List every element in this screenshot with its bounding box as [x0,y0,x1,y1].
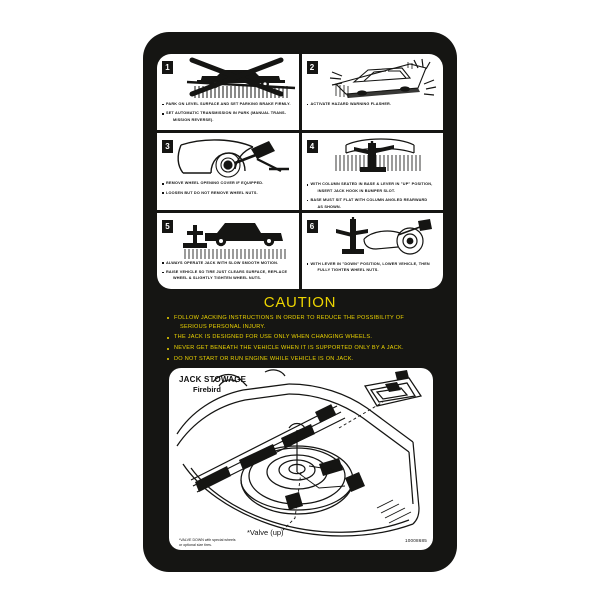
bullet-item: REMOVE WHEEL OPENING COVER IF EQUIPPED. [162,180,295,186]
bullet-item: SET AUTOMATIC TRANSMISSION IN PARK (MANU… [162,110,295,123]
bullet-item: PARK ON LEVEL SURFACE AND SET PARKING BR… [162,101,295,107]
panel-number-badge: 4 [306,140,318,154]
panel-number-badge: 5 [162,219,173,233]
instruction-panel-3: 3 [157,133,299,210]
footnote-line-1: *VALVE DOWN with special wheels [179,538,236,542]
car-on-level-ground-crossed-out-icon [157,54,299,101]
jack-stowage-section: JACK STOWAGE Firebird [169,368,433,550]
bullet-item: ACTIVATE HAZARD WARNING FLASHER. [306,101,440,107]
stowage-model-label: Firebird [193,385,221,394]
caution-item: THE JACK IS DESIGNED FOR USE ONLY WHEN C… [167,333,437,342]
jack-column-in-bumper-slot-icon [302,133,444,180]
panel-5-bullets: ALWAYS OPERATE JACK WITH SLOW SMOOTH MOT… [157,260,299,289]
bullet-item: BASE MUST SIT FLAT WITH COLUMN ANGLED RE… [306,197,440,210]
panel-6-bullets: WITH LEVER IN "DOWN" POSITION, LOWER VEH… [302,260,444,289]
panel-1-bullets: PARK ON LEVEL SURFACE AND SET PARKING BR… [157,101,299,130]
panel-3-bullets: REMOVE WHEEL OPENING COVER IF EQUIPPED. … [157,180,299,209]
instruction-panel-4: 4 [301,133,444,210]
caution-item: NEVER GET BENEATH THE VEHICLE WHEN IT IS… [167,344,437,353]
instruction-panel-2: 2 [301,54,444,131]
caution-heading: CAUTION [263,294,337,311]
caution-item: FOLLOW JACKING INSTRUCTIONS IN ORDER TO … [167,314,437,331]
instruction-panel-5: 5 ALWAY [157,212,299,289]
wheel-cover-removal-icon [157,133,299,180]
bullet-item: LOOSEN BUT DO NOT REMOVE WHEEL NUTS. [162,190,295,196]
panel-number-badge: 6 [306,219,318,233]
instruction-panel-6: 6 [301,212,444,289]
panel-4-bullets: WITH COLUMN SEATED IN BASE & LEVER IN "U… [302,180,444,209]
caution-list: FOLLOW JACKING INSTRUCTIONS IN ORDER TO … [157,314,443,364]
panel-number-badge: 3 [162,140,173,154]
bullet-item: WITH LEVER IN "DOWN" POSITION, LOWER VEH… [306,261,440,274]
trunk-spare-tire-jack-stowage-diagram [169,368,433,550]
caution-section: CAUTION FOLLOW JACKING INSTRUCTIONS IN O… [157,293,443,385]
panel-number-badge: 1 [162,61,173,74]
caution-item: DO NOT START OR RUN ENGINE WHILE VEHICLE… [167,355,437,364]
bullet-item: RAISE VEHICLE SO TIRE JUST CLEARS SURFAC… [162,269,295,282]
car-raised-on-jack-icon [157,213,299,260]
part-number: 10008685 [404,538,427,543]
bullet-item: ALWAYS OPERATE JACK WITH SLOW SMOOTH MOT… [162,260,295,266]
instruction-panel-1: 1 [157,54,299,131]
footnote-line-2: or optional size tires. [179,543,212,547]
jack-lever-down-lower-vehicle-icon [302,213,444,260]
bullet-item: WITH COLUMN SEATED IN BASE & LEVER IN "U… [306,181,440,194]
jacking-instructions-decal: 1 [143,32,457,572]
instruction-panel-grid: 1 [157,54,443,289]
stowage-title: JACK STOWAGE [179,375,247,384]
car-hazard-flasher-icon [302,54,444,101]
valve-callout-label: *Valve (up) [247,528,284,537]
stowage-footnote: *VALVE DOWN with special wheels or optio… [175,538,236,548]
panel-2-bullets: ACTIVATE HAZARD WARNING FLASHER. [302,101,444,130]
panel-number-badge: 2 [306,61,318,74]
